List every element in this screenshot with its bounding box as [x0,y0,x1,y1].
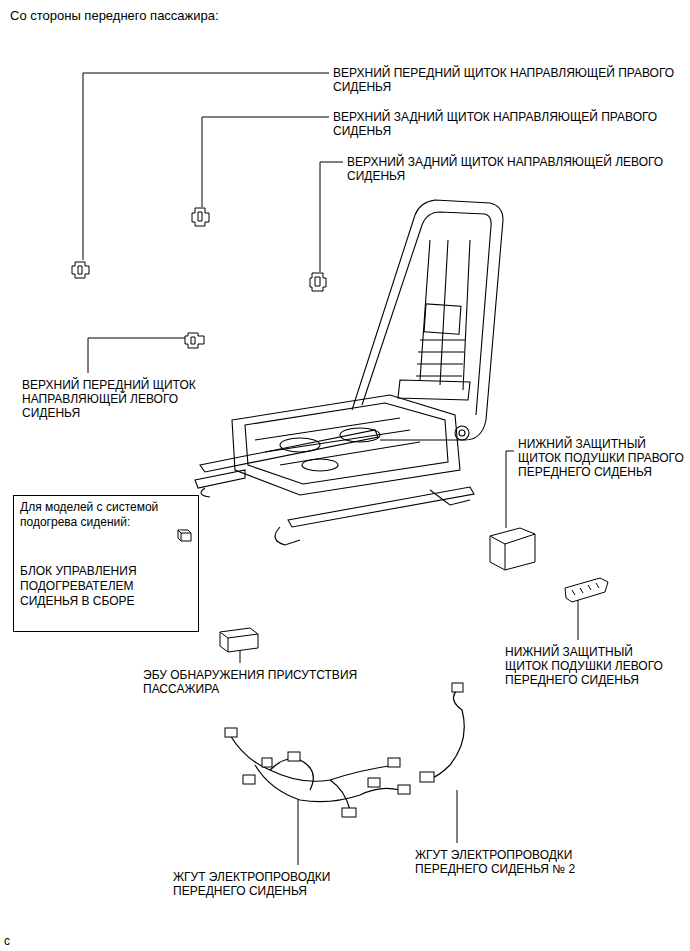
part-label: ВЕРХНИЙ ЗАДНИЙ ЩИТОК НАПРАВЛЯЮЩЕЙ ПРАВОГ… [333,110,663,138]
part-label: ЭБУ ОБНАРУЖЕНИЯ ПРИСУТСТВИЯ ПАССАЖИРА [143,668,398,696]
condition-box: Для моделей с системой подогрева сидений… [13,495,199,632]
guard-clips [72,208,326,348]
wire-harnesses [230,690,464,810]
part-label: ВЕРХНИЙ ПЕРЕДНИЙ ЩИТОК НАПРАВЛЯЮЩЕЙ ПРАВ… [333,66,678,94]
ecu-boxes [178,530,258,652]
part-label: ВЕРХНИЙ ПЕРЕДНИЙ ЩИТОК НАПРАВЛЯЮЩЕЙ ЛЕВО… [22,378,227,420]
part-label: ВЕРХНИЙ ЗАДНИЙ ЩИТОК НАПРАВЛЯЮЩЕЙ ЛЕВОГО… [347,155,677,183]
seat-frame [195,200,503,545]
part-label: НИЖНИЙ ЗАЩИТНЫЙ ЩИТОК ПОДУШКИ ПРАВОГО ПЕ… [518,437,684,479]
figure-code: c [4,934,24,948]
part-label: ЖГУТ ЭЛЕКТРОПРОВОДКИ ПЕРЕДНЕГО СИДЕНЬЯ №… [415,848,635,876]
cushion-shields [490,528,608,602]
part-label: НИЖНИЙ ЗАЩИТНЫЙ ЩИТОК ПОДУШКИ ЛЕВОГО ПЕР… [505,645,670,687]
diagram-title: Со стороны переднего пассажира: [10,8,219,24]
connectors [225,683,463,817]
box-heading: Для моделей с системой подогрева сидений… [20,500,192,530]
part-name: БЛОК УПРАВЛЕНИЯ ПОДОГРЕВАТЕЛЕМ СИДЕНЬЯ В… [20,564,192,609]
leader-lines [83,73,578,865]
part-label: ЖГУТ ЭЛЕКТРОПРОВОДКИ ПЕРЕДНЕГО СИДЕНЬЯ [173,870,378,898]
